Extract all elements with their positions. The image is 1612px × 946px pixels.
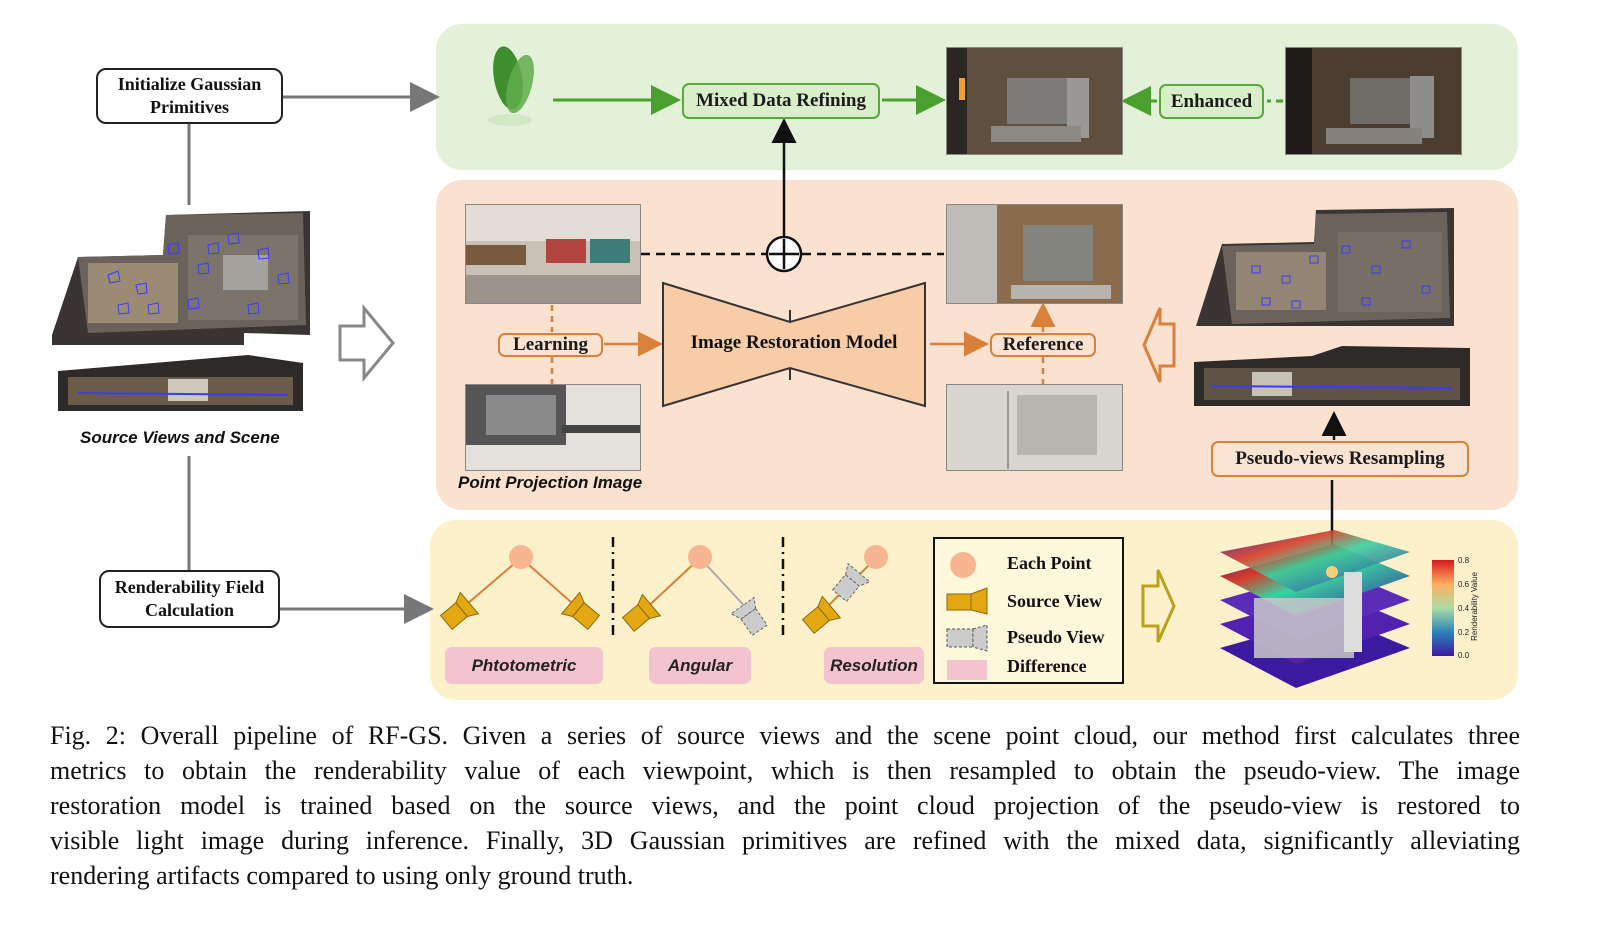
hollow-arrow-right bbox=[338, 303, 395, 383]
mixed-data-refining-label: Mixed Data Refining bbox=[696, 90, 866, 111]
colorbar-tick-00: 0.0 bbox=[1458, 651, 1470, 660]
point-icon-1 bbox=[509, 545, 533, 569]
enhanced-box: Enhanced bbox=[1159, 84, 1264, 119]
reference-projection-image bbox=[946, 384, 1123, 471]
mixed-data-refining-box: Mixed Data Refining bbox=[682, 83, 880, 119]
gaussian-ellipsoid-icon bbox=[488, 46, 534, 126]
pseudo-views-resampling-label: Pseudo-views Resampling bbox=[1235, 448, 1445, 469]
legend-point-icon bbox=[950, 552, 976, 578]
reference-label: Reference bbox=[1002, 334, 1084, 355]
hollow-arrow-left bbox=[1142, 307, 1176, 383]
image-restoration-model-label: Image Restoration Model bbox=[690, 332, 898, 353]
reference-box: Reference bbox=[990, 333, 1096, 357]
hollow-arrow-right-yellow bbox=[1141, 569, 1176, 643]
metric-diagrams bbox=[439, 545, 888, 637]
source-views-label: Source Views and Scene bbox=[80, 428, 280, 447]
caption-line: metrics to obtain the renderability valu… bbox=[50, 756, 1520, 785]
legend-difference-icon bbox=[947, 660, 987, 680]
colorbar-tick-08: 0.8 bbox=[1458, 556, 1470, 565]
metric-angular: Angular bbox=[649, 647, 751, 684]
source-view-image bbox=[465, 204, 641, 304]
metric-resolution: Resolution bbox=[824, 647, 924, 684]
learning-box: Learning bbox=[498, 333, 603, 357]
reference-render-image bbox=[946, 204, 1123, 304]
caption-line: rendering artifacts compared to using on… bbox=[50, 861, 634, 890]
pseudo-views-scene-image bbox=[1194, 208, 1470, 406]
colorbar-title: Renderability Value bbox=[1469, 572, 1479, 641]
legend-each-point: Each Point bbox=[1007, 553, 1092, 573]
initialize-gaussian-box: Initialize Gaussian Primitives bbox=[96, 68, 283, 124]
colorbar-tick-02: 0.2 bbox=[1458, 628, 1470, 637]
point-projection-label: Point Projection Image bbox=[458, 473, 643, 492]
renderability-field-box: Renderability Field Calculation bbox=[99, 570, 280, 628]
legend: Each Point Source View Pseudo View Diffe… bbox=[933, 537, 1124, 684]
renderability-field-label: Renderability Field Calculation bbox=[114, 577, 265, 620]
enhanced-image bbox=[1285, 47, 1462, 155]
point-projection-image bbox=[465, 384, 641, 471]
enhanced-label: Enhanced bbox=[1170, 90, 1253, 112]
legend-difference: Difference bbox=[1007, 656, 1087, 676]
caption-line: restoration model is trained based on th… bbox=[50, 791, 1520, 820]
metric-photometric: Phtotometric bbox=[445, 647, 603, 684]
caption-line: visible light image during inference. Fi… bbox=[50, 826, 1520, 855]
figure-caption: Fig. 2: Overall pipeline of RF-GS. Given… bbox=[50, 718, 1520, 893]
legend-pseudo-view: Pseudo View bbox=[1007, 627, 1105, 647]
legend-source-view-icon bbox=[946, 587, 988, 615]
learning-label: Learning bbox=[513, 334, 588, 355]
caption-line: Fig. 2: Overall pipeline of RF-GS. Given… bbox=[50, 721, 1520, 750]
metric-angular-label: Angular bbox=[667, 655, 733, 675]
source-scene-image bbox=[52, 211, 310, 411]
colorbar-tick-06: 0.6 bbox=[1458, 580, 1470, 589]
legend-icons bbox=[946, 552, 988, 680]
legend-source-view: Source View bbox=[1007, 591, 1103, 611]
metric-photometric-label: Phtotometric bbox=[471, 655, 577, 675]
initialize-gaussian-label: Initialize Gaussian Primitives bbox=[117, 74, 262, 117]
colorbar-tick-04: 0.4 bbox=[1458, 604, 1470, 613]
pseudo-views-resampling-box: Pseudo-views Resampling bbox=[1211, 441, 1469, 477]
legend-pseudo-view-icon bbox=[946, 624, 988, 652]
colorbar bbox=[1432, 560, 1454, 656]
metric-resolution-label: Resolution bbox=[830, 655, 918, 675]
refined-render-image bbox=[946, 47, 1123, 155]
renderability-heatmap-image bbox=[1220, 530, 1410, 688]
